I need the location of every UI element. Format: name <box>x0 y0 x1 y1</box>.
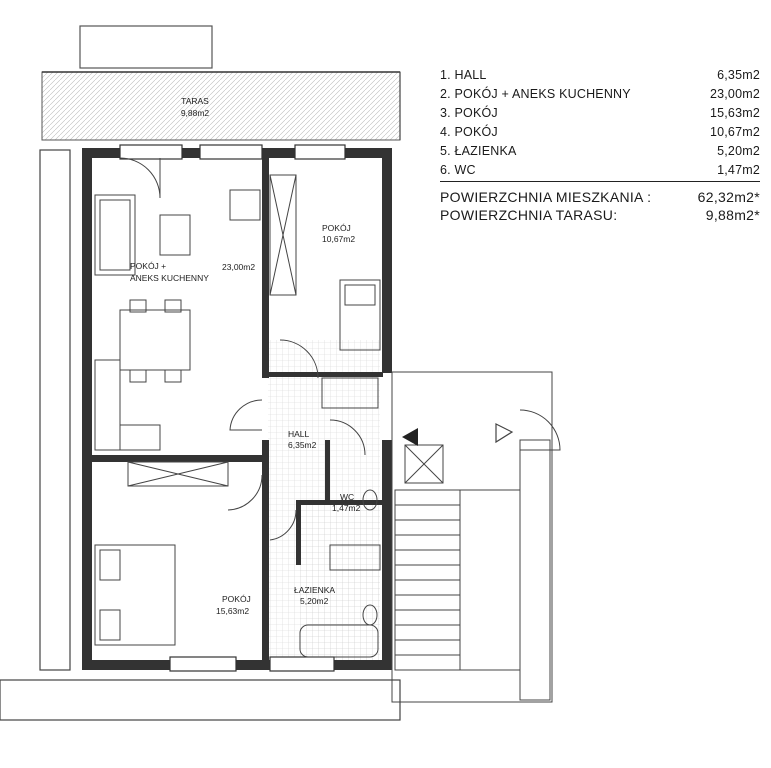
legend-room-area: 5,20m2 <box>717 144 760 158</box>
direction-arrow-icon <box>495 423 514 444</box>
terrace-area: 9,88m2 <box>181 108 210 118</box>
staircase <box>391 371 553 703</box>
furniture <box>94 174 381 658</box>
legend-room-name: 4. POKÓJ <box>440 125 498 139</box>
small-room-area: 10,67m2 <box>322 234 355 244</box>
hall-label: HALL <box>288 429 310 439</box>
bathroom-area: 5,20m2 <box>300 596 329 606</box>
legend-row: 3. POKÓJ 15,63m2 <box>440 104 760 123</box>
living-area: 23,00m2 <box>222 262 255 272</box>
stair-arrow-icon <box>402 428 418 446</box>
total-apartment-value: 62,32m2* <box>697 189 760 205</box>
large-room-area: 15,63m2 <box>216 606 249 616</box>
bathroom-label: ŁAZIENKA <box>294 585 335 595</box>
living-label-2: ANEKS KUCHENNY <box>130 273 209 283</box>
total-terrace-value: 9,88m2* <box>705 207 760 223</box>
hall-area: 6,35m2 <box>288 440 317 450</box>
legend-row: 6. WC 1,47m2 <box>440 161 760 180</box>
legend-room-area: 6,35m2 <box>717 68 760 82</box>
terrace-label: TARAS <box>181 96 209 106</box>
legend-row: 2. POKÓJ + ANEKS KUCHENNY 23,00m2 <box>440 85 760 104</box>
legend-room-area: 10,67m2 <box>709 125 760 139</box>
legend-room-area: 23,00m2 <box>709 87 760 101</box>
door-swings <box>119 157 561 541</box>
legend-room-name: 2. POKÓJ + ANEKS KUCHENNY <box>440 87 631 101</box>
small-room-label: POKÓJ <box>322 223 351 233</box>
legend-totals: POWIERZCHNIA MIESZKANIA : 62,32m2* POWIE… <box>440 188 760 224</box>
wc-area: 1,47m2 <box>332 503 361 513</box>
legend-row: 1. HALL 6,35m2 <box>440 66 760 85</box>
total-apartment-label: POWIERZCHNIA MIESZKANIA : <box>440 189 652 205</box>
windows <box>119 144 346 672</box>
area-legend: 1. HALL 6,35m2 2. POKÓJ + ANEKS KUCHENNY… <box>440 66 760 224</box>
room-labels: TARAS 9,88m2 POKÓJ + ANEKS KUCHENNY 23,0… <box>130 96 361 616</box>
wc-label: WC <box>340 492 354 502</box>
legend-row: 4. POKÓJ 10,67m2 <box>440 123 760 142</box>
legend-room-area: 1,47m2 <box>717 163 760 177</box>
total-apartment-row: POWIERZCHNIA MIESZKANIA : 62,32m2* <box>440 188 760 206</box>
legend-divider <box>440 181 760 182</box>
large-room-label: POKÓJ <box>222 594 251 604</box>
legend-room-name: 6. WC <box>440 163 476 177</box>
legend-room-area: 15,63m2 <box>709 106 760 120</box>
total-terrace-label: POWIERZCHNIA TARASU: <box>440 207 618 223</box>
living-label-1: POKÓJ + <box>130 261 166 271</box>
legend-room-name: 1. HALL <box>440 68 487 82</box>
legend-room-name: 3. POKÓJ <box>440 106 498 120</box>
terrace <box>41 25 401 141</box>
legend-row: 5. ŁAZIENKA 5,20m2 <box>440 142 760 161</box>
legend-room-name: 5. ŁAZIENKA <box>440 144 517 158</box>
total-terrace-row: POWIERZCHNIA TARASU: 9,88m2* <box>440 206 760 224</box>
neighbour-walls <box>0 72 401 721</box>
